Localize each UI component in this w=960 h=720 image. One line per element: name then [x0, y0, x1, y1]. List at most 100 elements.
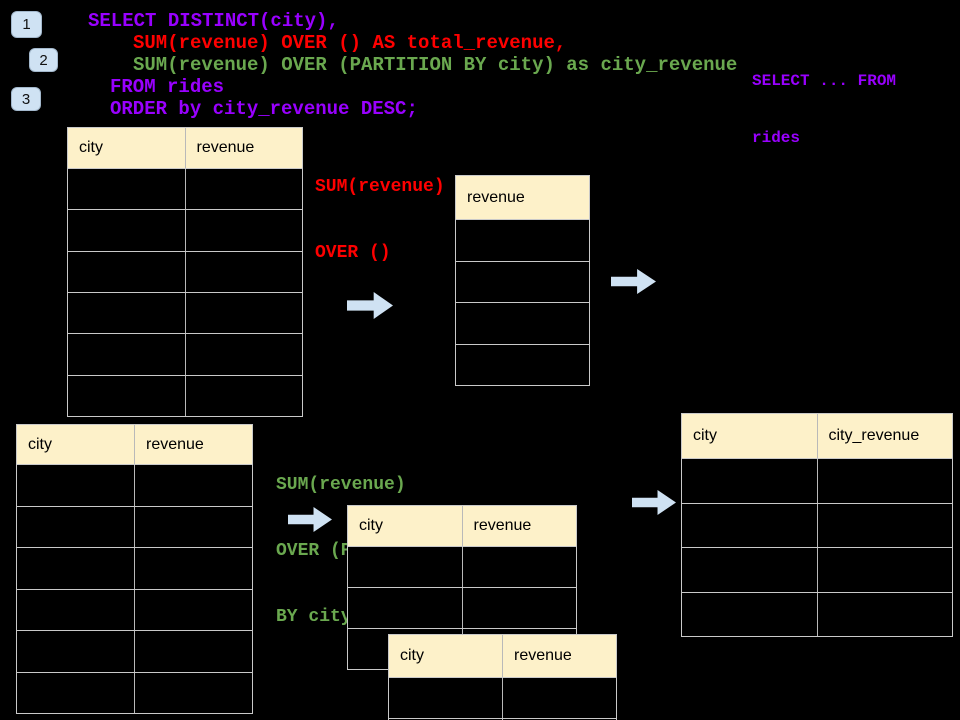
table-header-row: city revenue: [17, 425, 252, 464]
sql-line-select: SELECT DISTINCT(city),: [88, 10, 339, 32]
sql-line-order: ORDER by city_revenue DESC;: [110, 98, 418, 120]
table-row: [682, 547, 952, 592]
table-row: [17, 505, 252, 548]
table-cell: [682, 548, 817, 592]
table-row: [17, 464, 252, 506]
partition-label-line1: SUM(revenue): [276, 475, 406, 495]
column-header: city: [28, 435, 52, 453]
table-row: [68, 333, 303, 375]
table-row: [389, 677, 616, 718]
table-cell: [456, 220, 589, 261]
table-source-top: city revenue: [67, 127, 303, 417]
table-row: [17, 547, 252, 589]
table-row: [17, 588, 252, 631]
table-cell: [816, 592, 953, 636]
table-cell: [461, 588, 577, 628]
table-row: [456, 260, 589, 303]
table-cell: [17, 548, 134, 589]
table-cell: [389, 678, 502, 718]
table-cell: [68, 376, 185, 416]
table-row: [68, 209, 303, 251]
step-badge-2: 2: [29, 48, 58, 72]
total-revenue-label: SUM(revenue) OVER (): [315, 132, 445, 308]
table-cell: [456, 303, 589, 344]
table-cell: [184, 292, 303, 334]
table-header-row: city city_revenue: [682, 414, 952, 458]
table-cell: [134, 548, 252, 589]
table-cell: [348, 588, 462, 628]
table-cell: [816, 459, 953, 503]
sql-line-from: FROM rides: [110, 76, 225, 98]
table-row: [17, 630, 252, 672]
table-city-revenue-result: city city_revenue: [681, 413, 953, 637]
table-cell: [68, 293, 185, 333]
column-header: revenue: [184, 128, 303, 168]
table-cell: [184, 169, 303, 210]
sql-line-partition: SUM(revenue) OVER (PARTITION BY city) as…: [133, 54, 738, 76]
table-row: [17, 671, 252, 714]
table-cell: [134, 672, 252, 713]
column-header: revenue: [467, 188, 525, 206]
sql-side-note-line2: rides: [752, 129, 801, 147]
table-row: [348, 546, 576, 587]
total-revenue-label-line1: SUM(revenue): [315, 177, 445, 197]
table-cell: [184, 210, 303, 251]
step-badge-1: 1: [11, 11, 42, 38]
column-header: city: [400, 647, 424, 664]
table-cell: [348, 547, 462, 587]
table-cell: [68, 334, 185, 374]
column-header: city_revenue: [816, 414, 953, 458]
column-header: revenue: [134, 425, 252, 464]
table-row: [68, 291, 303, 334]
table-cell: [134, 465, 252, 506]
arrow-from-total-table-icon: [611, 269, 656, 294]
table-cell: [17, 465, 134, 506]
table-cell: [184, 251, 303, 292]
column-header: revenue: [461, 506, 577, 546]
sql-line-total: SUM(revenue) OVER () AS total_revenue,: [133, 32, 567, 54]
table-row: [68, 168, 303, 210]
table-cell: [682, 504, 817, 548]
table-partition-overlay: city revenue: [388, 634, 617, 720]
table-header-row: city revenue: [348, 506, 576, 546]
column-header: city: [693, 427, 717, 444]
table-cell: [17, 590, 134, 631]
table-cell: [134, 506, 252, 547]
sql-side-note: SELECT ... FROM rides: [752, 34, 896, 186]
table-cell: [68, 169, 185, 209]
table-row: [456, 302, 589, 344]
table-cell: [184, 334, 303, 375]
table-row: [68, 374, 303, 416]
table-cell: [461, 547, 577, 587]
table-row: [456, 343, 589, 386]
table-header-row: city revenue: [68, 128, 302, 168]
column-header: city: [79, 139, 103, 156]
table-row: [348, 587, 576, 628]
table-cell: [682, 593, 817, 637]
column-header: revenue: [502, 635, 616, 677]
table-row: [682, 502, 953, 548]
table-cell: [816, 503, 953, 547]
table-header-row: city revenue: [389, 635, 616, 677]
table-cell: [68, 252, 185, 292]
table-cell: [816, 548, 953, 592]
table-cell: [17, 507, 134, 548]
table-row: [68, 250, 303, 292]
table-cell: [456, 262, 589, 303]
total-revenue-label-line2: OVER (): [315, 243, 391, 263]
step-badge-3: 3: [11, 87, 41, 111]
table-cell: [17, 631, 134, 672]
table-row: [456, 219, 589, 261]
table-cell: [134, 589, 252, 630]
table-row: [682, 458, 952, 503]
table-cell: [502, 678, 616, 718]
column-header: city: [359, 517, 383, 534]
table-cell: [682, 459, 817, 503]
table-cell: [184, 375, 303, 416]
table-source-bottom: city revenue: [16, 424, 253, 714]
table-cell: [68, 210, 185, 250]
table-total-revenue: revenue: [455, 175, 590, 386]
table-cell: [17, 673, 134, 714]
table-header-row: revenue: [456, 176, 589, 219]
